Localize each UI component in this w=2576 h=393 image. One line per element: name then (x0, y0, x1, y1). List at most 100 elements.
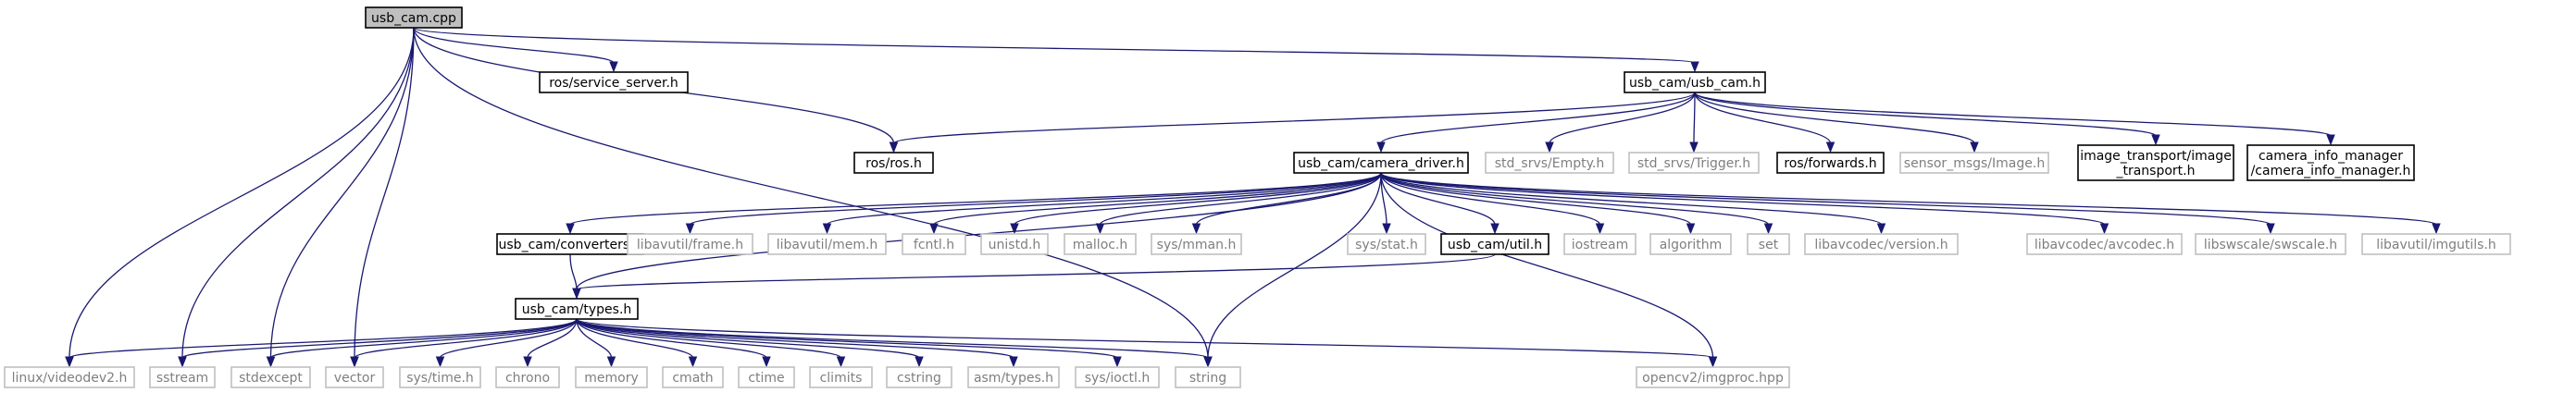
edge-usb_cam_cpp-to-service_server (413, 27, 618, 73)
node-box (1563, 233, 1636, 255)
node-label: sstream (156, 371, 208, 386)
edge-camera_driver-to-unistd (1010, 172, 1382, 235)
edge-camera_driver-to-imgutils (1380, 172, 2441, 235)
edge-usb_cam_h-to-ros_forwards (1694, 92, 1836, 154)
node-unistd: unistd.h (980, 233, 1049, 255)
node-iostream: iostream (1563, 233, 1636, 255)
node-std-empty: std_srvs/Empty.h (1485, 152, 1614, 174)
node-box (495, 366, 560, 388)
edge-usb_cam_h-to-sensor_image (1694, 92, 1979, 154)
node-malloc: malloc.h (1064, 233, 1137, 255)
node-stat: sys/stat.h (1347, 233, 1426, 255)
edge-camera_driver-to-fcntl (929, 172, 1382, 235)
edge-types-to-string (576, 318, 1213, 368)
node-label: sys/mman.h (1157, 238, 1237, 252)
node-label: std_srvs/Empty.h (1495, 156, 1605, 171)
node-box (1064, 233, 1137, 255)
node-label: unistd.h (989, 238, 1041, 252)
node-label: usb_cam/converters.h (499, 238, 642, 252)
node-label: cstring (897, 371, 941, 386)
edge-camera_driver-to-iostream (1380, 172, 1605, 235)
node-converters[interactable]: usb_cam/converters.h (496, 233, 644, 255)
node-label: malloc.h (1073, 238, 1128, 252)
node-label: ros/ros.h (865, 156, 922, 171)
node-label: libavcodec/avcodec.h (2035, 238, 2174, 252)
edge-types-to-cmath (576, 318, 698, 368)
node-camera-driver[interactable]: usb_cam/camera_driver.h (1293, 152, 1469, 174)
node-box (1804, 233, 1959, 255)
node-camera-info[interactable]: camera_info_manager/camera_info_manager.… (2246, 144, 2415, 181)
node-service-server[interactable]: ros/service_server.h (539, 71, 689, 93)
node-label: set (1759, 238, 1779, 252)
node-box (1440, 233, 1549, 255)
node-label: ros/forwards.h (1784, 156, 1876, 171)
edge-types-to-stdexcept (266, 318, 578, 368)
node-imgutils: libavutil/imgutils.h (2361, 233, 2511, 255)
node-label: asm/types.h (974, 371, 1053, 386)
edge-usb_cam_cpp-to-stdexcept (266, 27, 415, 368)
node-label: chrono (505, 371, 550, 386)
node-time: sys/time.h (399, 366, 481, 388)
node-box (515, 298, 639, 320)
node-label: sys/stat.h (1355, 238, 1418, 252)
node-label: usb_cam/util.h (1448, 238, 1542, 252)
node-util[interactable]: usb_cam/util.h (1440, 233, 1549, 255)
node-label: algorithm (1660, 238, 1723, 252)
edge-layer (65, 27, 2441, 368)
node-box (809, 366, 873, 388)
node-label: string (1189, 371, 1226, 386)
edge-types-to-sstream (178, 318, 578, 368)
edge-types-to-vector (350, 318, 578, 368)
node-frame: libavutil/frame.h (627, 233, 753, 255)
node-box (1776, 152, 1885, 174)
node-ioctl: sys/ioctl.h (1075, 366, 1160, 388)
node-memory: memory (575, 366, 648, 388)
node-label: memory (584, 371, 639, 386)
node-set: set (1747, 233, 1790, 255)
node-usb-cam-cpp: usb_cam.cpp (365, 6, 463, 29)
node-avcodec: libavcodec/avcodec.h (2026, 233, 2183, 255)
node-box (149, 366, 216, 388)
node-types[interactable]: usb_cam/types.h (515, 298, 639, 320)
node-box (1485, 152, 1614, 174)
node-box (2361, 233, 2511, 255)
node-label: opencv2/imgproc.hpp (1642, 371, 1784, 386)
edge-types-to-chrono (523, 318, 578, 368)
edge-usb_cam_h-to-std_empty (1545, 92, 1696, 154)
node-usb-cam-h[interactable]: usb_cam/usb_cam.h (1624, 71, 1766, 93)
node-ros-forwards[interactable]: ros/forwards.h (1776, 152, 1885, 174)
node-version: libavcodec/version.h (1804, 233, 1959, 255)
node-label: camera_info_manager (2259, 149, 2403, 164)
edge-camera_driver-to-mman (1191, 172, 1382, 235)
node-label: std_srvs/Trigger.h (1637, 156, 1750, 171)
node-box (230, 366, 311, 388)
node-label: vector (334, 371, 376, 386)
node-label: iostream (1572, 238, 1629, 252)
edge-types-to-asm_types (576, 318, 1018, 368)
node-box (1899, 152, 2049, 174)
edge-camera_driver-to-converters (566, 172, 1382, 235)
edge-camera_driver-to-util (1380, 172, 1500, 235)
node-box (902, 233, 966, 255)
node-box (1347, 233, 1426, 255)
node-ctime: ctime (738, 366, 795, 388)
node-box (2026, 233, 2183, 255)
node-label: libavutil/mem.h (777, 238, 878, 252)
node-label: climits (820, 371, 863, 386)
node-label: stdexcept (239, 371, 303, 386)
edge-camera_driver-to-swscale (1380, 172, 2275, 235)
node-box (365, 6, 463, 29)
node-image-transport[interactable]: image_transport/image_transport.h (2077, 144, 2234, 181)
edge-usb_cam_h-to-ros_h (889, 92, 1696, 154)
node-box (1624, 71, 1766, 93)
node-box (967, 366, 1060, 388)
node-sstream: sstream (149, 366, 216, 388)
node-ros-h[interactable]: ros/ros.h (853, 152, 934, 174)
node-layer: usb_cam.cpp ros/service_server.h usb_cam/u… (4, 6, 2511, 388)
edge-util-to-types (572, 253, 1496, 300)
node-label: fcntl.h (914, 238, 954, 252)
node-box (627, 233, 753, 255)
node-label: libswscale/swscale.h (2204, 238, 2337, 252)
node-box (767, 233, 887, 255)
node-label: cmath (672, 371, 713, 386)
